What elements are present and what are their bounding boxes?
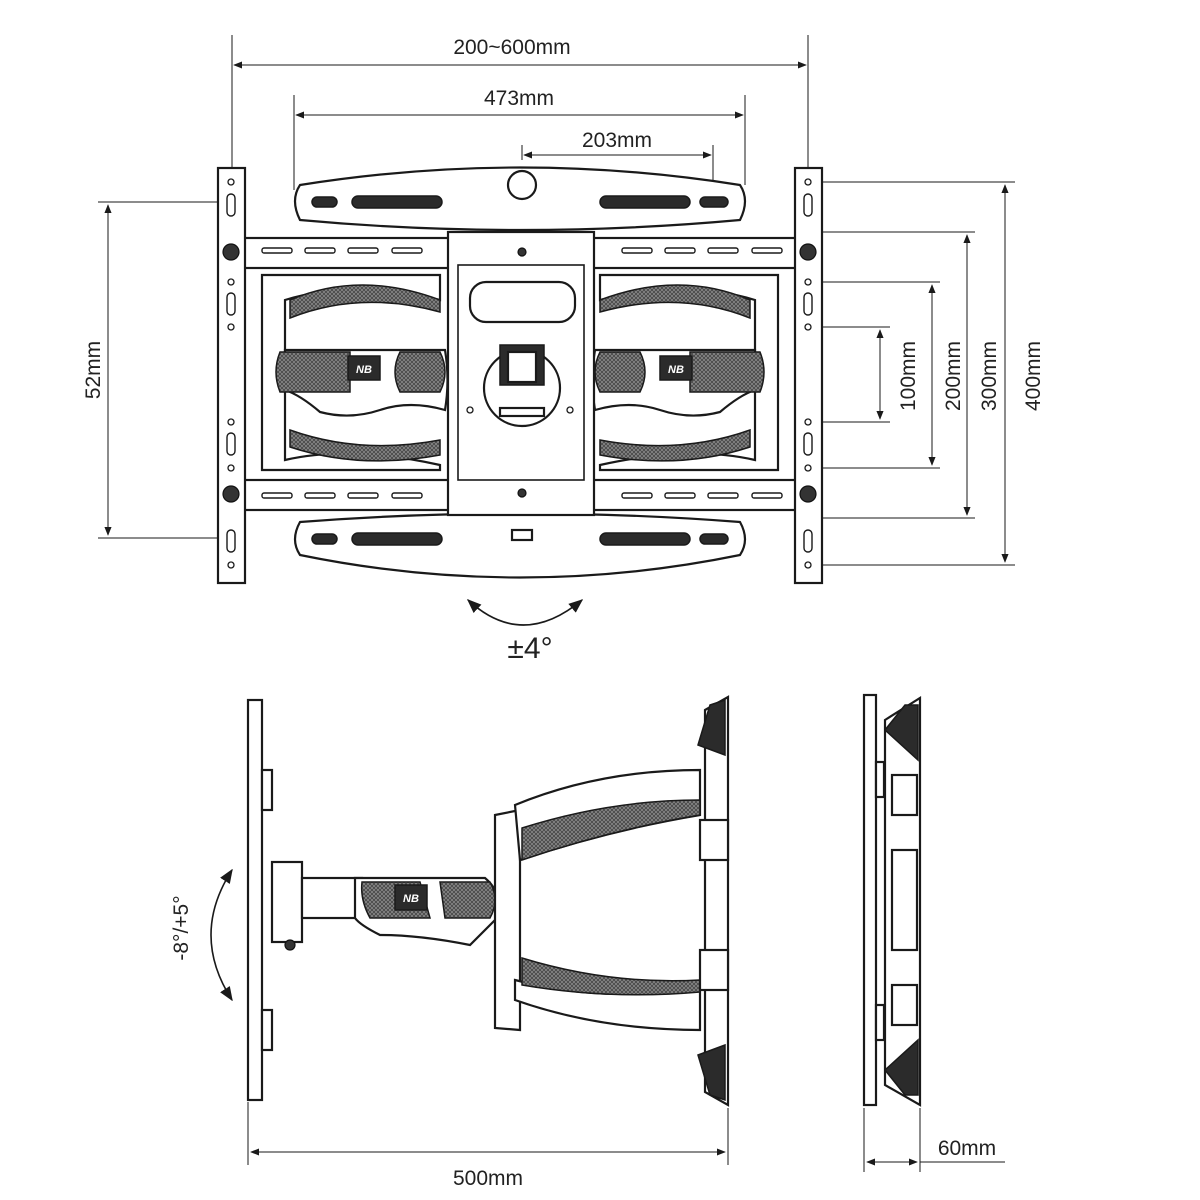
right-arm-logo: NB bbox=[668, 364, 684, 376]
center-span-label: 203mm bbox=[582, 129, 652, 152]
arm-span-label: 473mm bbox=[484, 87, 554, 110]
vesa-400-label: 400mm bbox=[1022, 341, 1045, 411]
width-range-label: 200~600mm bbox=[453, 36, 570, 59]
right-swing-arm: NB bbox=[591, 273, 780, 472]
right-vesa-bracket bbox=[793, 166, 824, 585]
wall-height-label: 52mm bbox=[82, 341, 105, 399]
vesa-100-label: 100mm bbox=[897, 341, 920, 411]
front-view: 200~600mm 473mm 203mm 52mm 100mm 200mm 3… bbox=[82, 35, 1045, 665]
tilt-arrow bbox=[210, 868, 233, 1002]
swivel-label: ±4° bbox=[507, 632, 552, 665]
side-tv-plate bbox=[246, 698, 264, 1102]
bracket-knob bbox=[222, 243, 240, 261]
profile-tv-plate bbox=[862, 693, 878, 1107]
vesa-200-label: 200mm bbox=[942, 341, 965, 411]
side-wall-plate bbox=[703, 695, 730, 1107]
left-arm-logo: NB bbox=[356, 364, 372, 376]
profile-view: 60mm bbox=[862, 693, 1005, 1172]
side-arm-logo: NB bbox=[403, 893, 419, 905]
profile-label: 60mm bbox=[938, 1137, 996, 1160]
tilt-label: -8°/+5° bbox=[170, 895, 193, 960]
bracket-holes bbox=[226, 178, 813, 569]
swivel-arrow bbox=[466, 599, 584, 626]
left-swing-arm: NB bbox=[260, 273, 449, 472]
left-vesa-bracket bbox=[216, 166, 247, 585]
rail-slots bbox=[261, 247, 783, 499]
extension-label: 500mm bbox=[453, 1167, 523, 1190]
side-view: NB -8°/+5° 500mm bbox=[170, 695, 730, 1190]
vesa-300-label: 300mm bbox=[978, 341, 1001, 411]
